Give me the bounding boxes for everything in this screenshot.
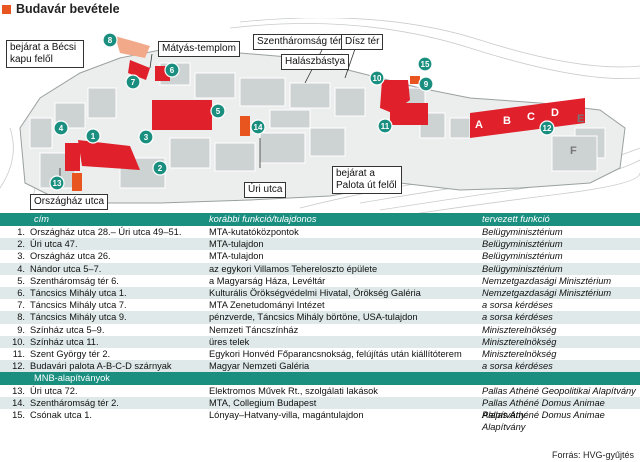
svg-text:12: 12 <box>543 124 552 133</box>
svg-text:1: 1 <box>91 132 96 141</box>
wing-c: C <box>527 111 535 123</box>
label-halaszbastya: Halászbástya <box>281 54 350 70</box>
table-row: 15.Csónak utca 1.Lónyay–Hatvany-villa, m… <box>12 410 605 433</box>
svg-text:10: 10 <box>373 74 382 83</box>
table-row: 1.Országház utca 28.– Úri utca 49–51.MTA… <box>17 227 563 237</box>
wing-e: E <box>577 113 584 125</box>
wing-f: F <box>570 145 577 157</box>
castle-map: A B C D E F 1 2 3 4 5 6 7 8 9 10 11 <box>0 17 640 217</box>
svg-text:4: 4 <box>59 124 64 133</box>
svg-text:3: 3 <box>144 133 149 142</box>
label-palota-ut: bejárat a Palota út felől <box>332 166 402 194</box>
table-row: 11.Szent György tér 2.Egykori Honvéd Főp… <box>12 349 557 359</box>
table-row: 13.Úri utca 72.Elektromos Művek Rt., szo… <box>12 385 636 396</box>
label-szentharomsag-ter: Szentháromság tér <box>253 34 346 50</box>
title-bar: Budavár bevétele <box>0 0 120 18</box>
svg-text:5: 5 <box>216 107 221 116</box>
wing-a: A <box>475 119 483 131</box>
building-11 <box>390 103 428 125</box>
building-1 <box>78 140 140 170</box>
title-marker-square <box>2 4 11 14</box>
highlighted-buildings <box>65 36 585 191</box>
table-group-header: MNB-alapítványok <box>0 372 640 385</box>
building-8 <box>115 36 150 58</box>
wing-d: D <box>551 107 559 119</box>
table-row: 6.Táncsics Mihály utca 1.Kulturális Örök… <box>0 287 640 300</box>
marker-9: 9 <box>418 76 434 92</box>
label-orszaghaz-utca: Országház utca <box>30 194 109 210</box>
wing-letters: A B C D E F <box>475 107 584 157</box>
table-header: cím korábbi funkció/tulajdonos tervezett… <box>0 213 640 226</box>
marker-12: 12 <box>539 120 555 136</box>
marker-7: 7 <box>125 74 141 90</box>
svg-text:6: 6 <box>170 66 175 75</box>
svg-text:2: 2 <box>158 164 163 173</box>
marker-2: 2 <box>152 160 168 176</box>
label-disz-ter: Dísz tér <box>341 34 384 50</box>
page-title: Budavár bevétele <box>16 2 120 16</box>
svg-text:14: 14 <box>254 123 263 132</box>
building-14 <box>240 116 250 136</box>
building-5 <box>152 100 212 130</box>
table-row: 14.Szentháromság tér 2.MTA, Collegium Bu… <box>0 396 640 420</box>
svg-text:9: 9 <box>424 80 429 89</box>
marker-3: 3 <box>138 129 154 145</box>
building-3 <box>65 143 80 171</box>
marker-13: 13 <box>49 175 65 191</box>
marker-6: 6 <box>164 62 180 78</box>
table-row: 7.Táncsics Mihály utca 7.MTA Zenetudomán… <box>17 300 553 311</box>
header-name: cím <box>34 214 49 224</box>
label-uri-utca: Úri utca <box>244 182 287 198</box>
table-row: 8.Táncsics Mihály utca 9.pénzverde, Tánc… <box>0 311 640 324</box>
marker-11: 11 <box>377 118 393 134</box>
marker-4: 4 <box>53 120 69 136</box>
svg-text:11: 11 <box>381 122 390 131</box>
marker-8: 8 <box>102 32 118 48</box>
palace-wings <box>470 98 585 138</box>
markers: 1 2 3 4 5 6 7 8 9 10 11 12 13 14 15 <box>49 32 555 191</box>
group-label: MNB-alapítványok <box>34 373 110 384</box>
marker-10: 10 <box>369 70 385 86</box>
source-note: Forrás: HVG-gyűjtés <box>551 450 634 460</box>
svg-text:7: 7 <box>131 78 136 87</box>
building-15 <box>410 76 420 84</box>
marker-1: 1 <box>85 128 101 144</box>
label-matyas-templom: Mátyás-templom <box>158 41 240 57</box>
table-row: 5.Szentháromság tér 6.a Magyarság Háza, … <box>17 275 612 286</box>
wing-b: B <box>503 115 511 127</box>
svg-text:8: 8 <box>108 36 113 45</box>
marker-15: 15 <box>417 56 433 72</box>
header-former: korábbi funkció/tulajdonos <box>209 214 317 224</box>
building-13 <box>72 173 82 191</box>
table-row: 4.Nándor utca 5–7.az egykori Villamos Te… <box>0 262 640 275</box>
map: A B C D E F 1 2 3 4 5 6 7 8 9 10 11 <box>0 17 640 217</box>
svg-text:13: 13 <box>53 179 62 188</box>
marker-5: 5 <box>210 103 226 119</box>
label-becsi-kapu: bejárat a Bécsi kapu felől <box>6 40 84 68</box>
svg-text:15: 15 <box>421 60 430 69</box>
header-planned: tervezett funkció <box>482 214 550 224</box>
marker-14: 14 <box>250 119 266 135</box>
